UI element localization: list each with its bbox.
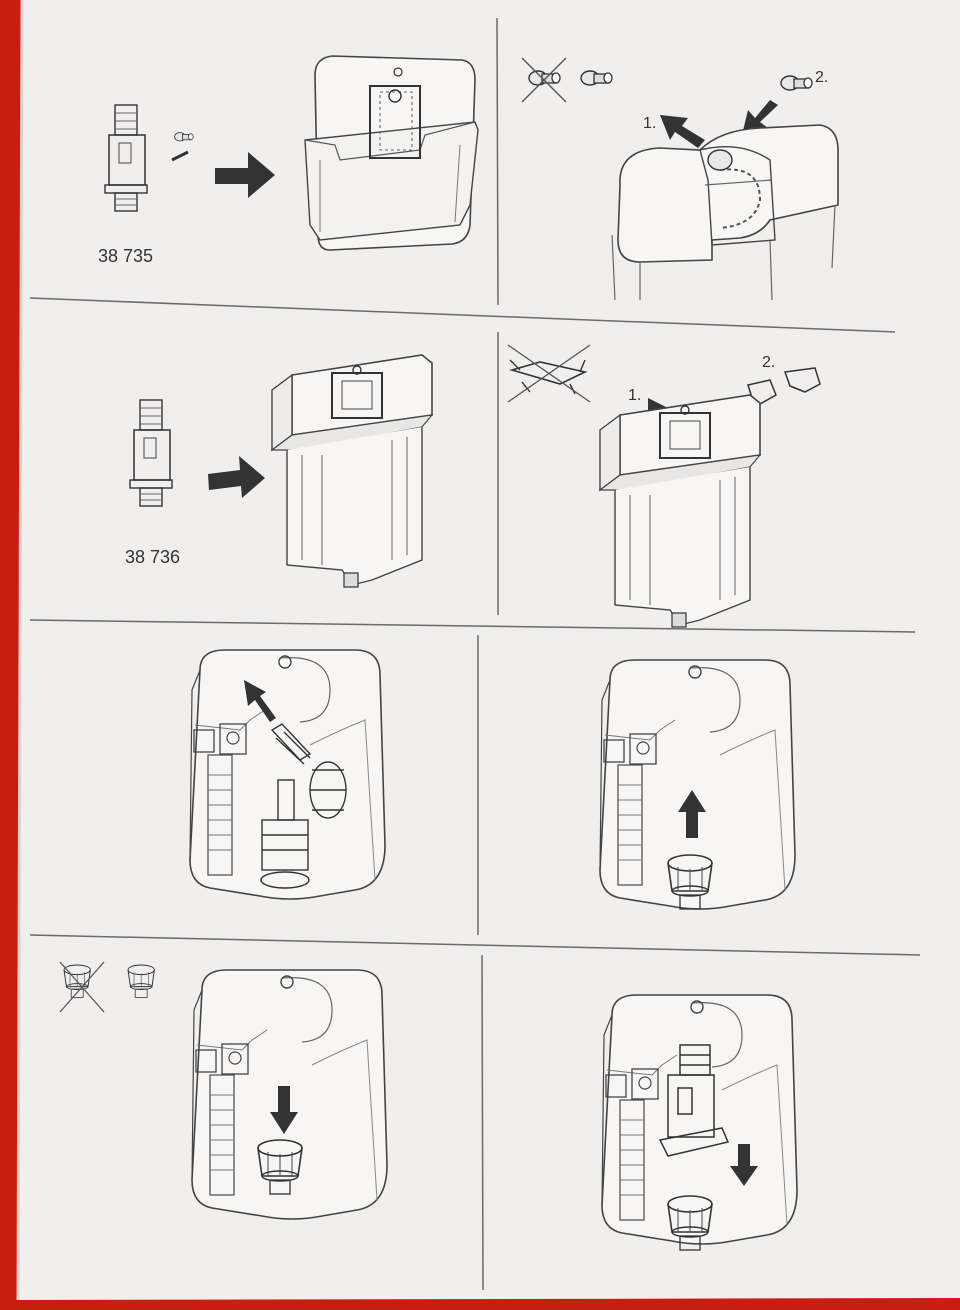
flush-valve-insert-icon [658, 1044, 730, 1157]
step-1-label-2: 1. [628, 387, 641, 404]
cistern-front-plate-icon [304, 55, 479, 251]
crossed-out-screw-icon [521, 57, 567, 103]
panel-4: 2. 1. [507, 344, 821, 628]
arrow-up-icon [678, 790, 706, 838]
screw-icon [580, 70, 613, 86]
arrow-diagonal-up-icon [244, 680, 276, 722]
step-2-label-2: 2. [762, 354, 775, 371]
arrow-right-icon-2 [208, 456, 265, 498]
step-2-label: 2. [815, 69, 828, 86]
screw-and-pin-icon [171, 132, 194, 162]
panel-3: 38 736 [125, 354, 433, 588]
panel-6 [599, 659, 796, 910]
cistern-3d-icon [271, 354, 433, 588]
cistern-open-icon [189, 649, 386, 900]
crossed-out-seal-icon [59, 961, 105, 1013]
crossed-out-frame-icon [507, 344, 591, 403]
cistern-3d-icon-2 [599, 394, 761, 628]
step-1-label: 1. [643, 115, 656, 132]
arrow-out-icon [660, 115, 705, 148]
valve-removed-icon [260, 723, 347, 889]
panel-8 [601, 994, 798, 1251]
arrow-right-icon [215, 152, 275, 198]
panel-grid [29, 17, 921, 1291]
part-number-38735: 38 735 [98, 246, 153, 266]
cistern-top-icon [611, 124, 839, 301]
panel-1: 38 735 [98, 55, 479, 266]
screw-step2-icon [780, 75, 813, 91]
cistern-open-icon-2 [599, 659, 796, 910]
panel-5 [189, 649, 386, 900]
cistern-open-icon-4 [601, 994, 798, 1245]
arrow-down-icon-2 [730, 1144, 758, 1186]
part-number-38736: 38 736 [125, 547, 180, 567]
panel-2: 2. 1. [521, 57, 839, 301]
panel-7 [59, 961, 388, 1220]
arrow-down-icon [270, 1086, 298, 1134]
arrow-in-icon [742, 100, 778, 135]
